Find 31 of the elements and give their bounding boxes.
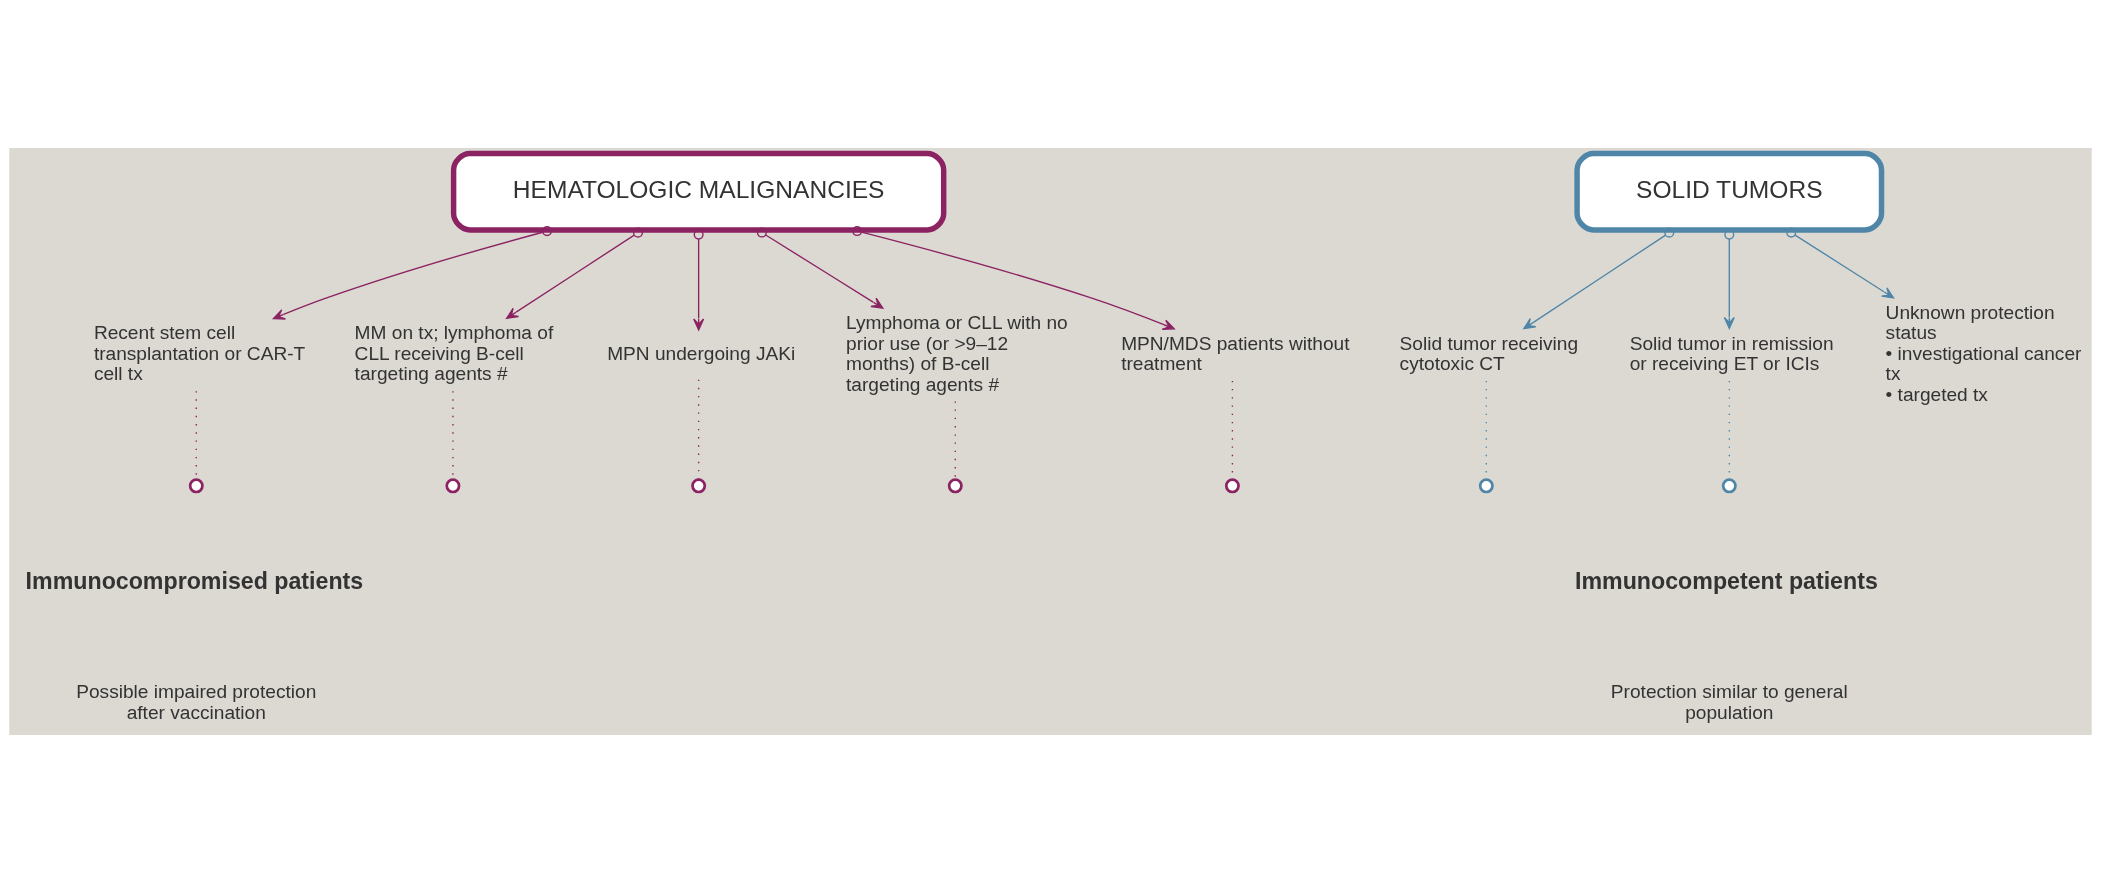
node-circle [947, 477, 963, 493]
node-circle [691, 477, 707, 493]
node-text: Unknown protection status • investigational cancer tx • targeted tx [1885, 301, 2082, 405]
arrow [272, 225, 553, 320]
label: Protection similar to general population [1610, 680, 1848, 723]
arrow [505, 227, 644, 319]
node-text: MM on tx; lymphoma of CLL receiving B-cell targeting agents # [354, 321, 554, 384]
arrow [1523, 227, 1675, 329]
node-box: HEMATOLOGIC MALIGNANCIES [450, 150, 947, 233]
node-text: Recent stem cell transplantation or CAR-T cell tx [93, 321, 306, 384]
node-text: Lymphoma or CLL with no prior use (or >9–12 months) of B-cell targeting agents # [846, 311, 1068, 395]
arrow [1786, 227, 1895, 299]
node-text: MPN undergoing JAKi [607, 342, 796, 364]
node-box: SOLID TUMORS [1574, 150, 1885, 233]
label: Possible impaired protection after vaccination [76, 680, 317, 723]
node-circle [188, 477, 204, 493]
node-text: Solid tumor receiving cytotoxic CT [1399, 332, 1579, 374]
node-circle [1478, 477, 1494, 493]
node-circle [1721, 477, 1737, 493]
node-text: Solid tumor in remission or receiving ET or ICIs [1629, 332, 1834, 374]
arrow [1723, 229, 1735, 329]
arrow [693, 229, 705, 331]
arrow [756, 227, 884, 309]
connector [954, 400, 956, 480]
node-circle [1224, 477, 1240, 493]
label: Immunocompromised patients [25, 567, 364, 594]
node-circle [445, 477, 461, 493]
node-text: MPN/MDS patients without treatment [1121, 332, 1350, 374]
label: Immunocompetent patients [1575, 567, 1878, 594]
arrow [852, 225, 1175, 330]
connector [697, 378, 700, 480]
